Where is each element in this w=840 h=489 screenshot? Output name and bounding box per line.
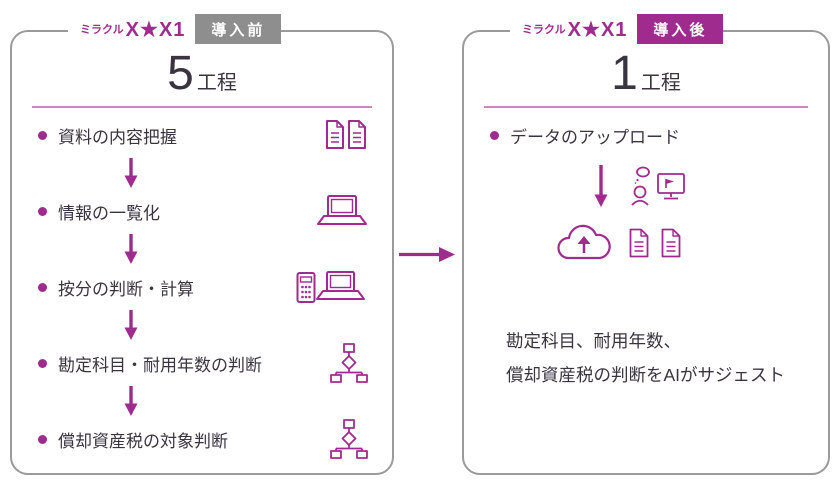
before-status-label: 導入前 [195, 14, 282, 44]
ai-suggest-description: 勘定科目、耐用年数、 償却資産税の判断をAIがサジェスト [506, 324, 812, 392]
step-label: 情報の一覧化 [58, 203, 160, 223]
brand-name-label: X★X1 [567, 18, 628, 41]
step-row: 情報の一覧化 [38, 192, 370, 230]
flowchart-icon [294, 343, 370, 383]
after-count-unit: 工程 [640, 72, 681, 94]
flow-arrow [38, 382, 370, 420]
calculator-laptop-icon [294, 269, 370, 305]
step-label: 償却資産税の対象判断 [58, 431, 228, 451]
document-icon [661, 228, 681, 258]
transition-arrow-icon [399, 242, 455, 267]
laptop-icon [294, 194, 370, 228]
brand-prefix-label: ミラクル [80, 24, 124, 36]
bullet-icon [490, 130, 499, 140]
ai-suggest-line-1: 勘定科目、耐用年数、 [506, 331, 681, 351]
bullet-icon [38, 358, 47, 368]
down-arrow-icon [124, 386, 138, 416]
brand-prefix-label: ミラクル [522, 24, 566, 36]
down-arrow-icon [124, 234, 138, 264]
before-count-unit: 工程 [196, 72, 237, 94]
bullet-icon [38, 130, 47, 140]
bullet-icon [38, 434, 47, 444]
step-label: データのアップロード [510, 127, 680, 147]
after-count: 1 [611, 47, 638, 100]
ai-suggest-line-2: 償却資産税の判断をAIがサジェスト [506, 365, 786, 386]
down-arrow-icon [594, 165, 608, 207]
flow-arrow [38, 306, 370, 344]
bullet-icon [38, 206, 47, 216]
upload-flow [594, 158, 828, 214]
upload-result-icons [552, 220, 828, 266]
cloud-upload-icon [557, 224, 611, 260]
down-arrow-icon [124, 158, 138, 188]
brand-name-label: X★X1 [125, 18, 186, 41]
user-thinking-monitor-icon [631, 166, 685, 206]
step-label: 勘定科目・耐用年数の判断 [58, 355, 262, 375]
step-row: 償却資産税の対象判断 [38, 419, 370, 459]
step-label: 按分の判断・計算 [58, 279, 194, 299]
flowchart-icon [294, 419, 370, 459]
before-count: 5 [167, 47, 194, 100]
step-label: 資料の内容把握 [58, 127, 177, 147]
before-steps-list: 資料の内容把握 情報の一覧化 [12, 108, 392, 459]
step-row: データのアップロード [490, 116, 806, 154]
bullet-icon [38, 282, 47, 292]
step-row: 按分の判断・計算 [38, 268, 370, 306]
before-badge: ミラクル X★X1 導入前 [68, 14, 282, 44]
document-icon [629, 228, 649, 258]
title-divider [32, 106, 372, 108]
after-badge: ミラクル X★X1 導入後 [510, 14, 724, 44]
title-divider [484, 106, 808, 108]
step-row: 勘定科目・耐用年数の判断 [38, 343, 370, 383]
after-steps-list: データのアップロード [464, 108, 828, 154]
flow-arrow [38, 230, 370, 268]
brand-logo: ミラクル X★X1 [510, 14, 638, 44]
after-status-label: 導入後 [637, 14, 724, 44]
brand-logo: ミラクル X★X1 [68, 14, 196, 44]
flow-arrow [38, 154, 370, 192]
documents-icon [294, 119, 370, 151]
down-arrow-icon [124, 310, 138, 340]
step-row: 資料の内容把握 [38, 116, 370, 154]
